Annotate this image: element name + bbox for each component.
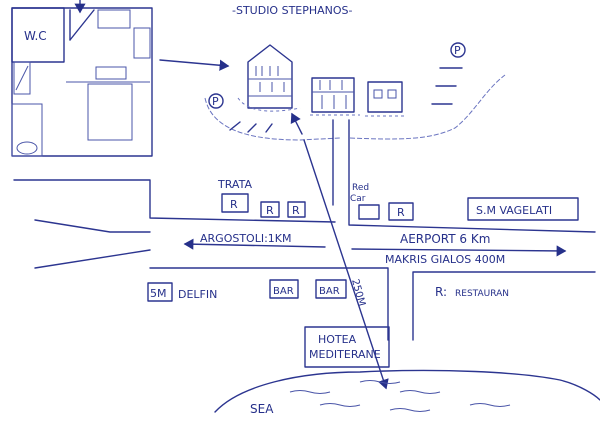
restaurant-marker: R	[230, 198, 238, 211]
parking-p-1: P	[208, 93, 224, 109]
roads	[13, 119, 596, 341]
hotel-label-2: MEDITERANE	[309, 348, 381, 361]
restaurant-3: R	[287, 201, 306, 218]
legend-r: R:	[435, 285, 447, 299]
bar-2: BAR	[315, 279, 347, 299]
airport-label: AERPORT 6 Km	[400, 232, 490, 246]
sm-vagelati-label: S.M VAGELATI	[476, 204, 552, 217]
delfin-label: DELFIN	[178, 288, 217, 301]
parking-p-2: P	[450, 42, 466, 58]
hotel-label-1: HOTEA	[318, 333, 357, 346]
argostoli-arrow-icon	[183, 238, 326, 250]
route-to-sea-arrow-icon	[303, 139, 389, 390]
parking-icon: P	[212, 95, 219, 108]
sm-label: 5M	[150, 287, 167, 300]
airport-arrow-icon	[351, 245, 567, 257]
restaurant-2: R	[260, 201, 280, 218]
route-to-studio-arrow-icon	[290, 112, 303, 135]
parking-lines	[229, 67, 463, 133]
plan-to-building-arrow-icon	[159, 59, 230, 71]
sm-vagelati: S.M VAGELATI	[467, 197, 579, 221]
bar-label: BAR	[273, 286, 294, 297]
supermarket-delfin: 5M DELFIN	[147, 282, 217, 302]
studio-floor-plan: W.C	[11, 0, 153, 157]
legend-restaurant: RESTAURAN	[455, 289, 509, 299]
parking-icon: P	[454, 44, 461, 57]
restaurant-trata: R	[221, 193, 249, 213]
trata-label: TRATA	[217, 178, 252, 191]
red-car-label-2: Car	[350, 194, 366, 204]
makris-gialos-label: MAKRIS GIALOS 400M	[385, 253, 505, 266]
restaurant-marker: R	[397, 206, 405, 219]
restaurant-marker: R	[292, 204, 300, 217]
map-title: -STUDIO STEPHANOS-	[232, 4, 353, 17]
wc-label: W.C	[24, 29, 47, 43]
restaurant-4: R	[388, 202, 414, 221]
bar-label: BAR	[319, 286, 340, 297]
red-car-box	[358, 204, 380, 220]
hotel-mediterane: HOTEA MEDITERANE	[304, 326, 390, 368]
bar-1: BAR	[269, 279, 299, 299]
hedge	[204, 74, 506, 141]
studio-building	[247, 44, 293, 109]
restaurant-marker: R	[266, 204, 274, 217]
argostoli-label: ARGOSTOLI:1KM	[200, 232, 292, 245]
building-2	[311, 77, 355, 113]
sea-label: SEA	[250, 402, 274, 416]
building-3	[367, 81, 403, 113]
sea: SEA	[214, 369, 600, 416]
red-car-label-1: Red	[352, 183, 369, 193]
